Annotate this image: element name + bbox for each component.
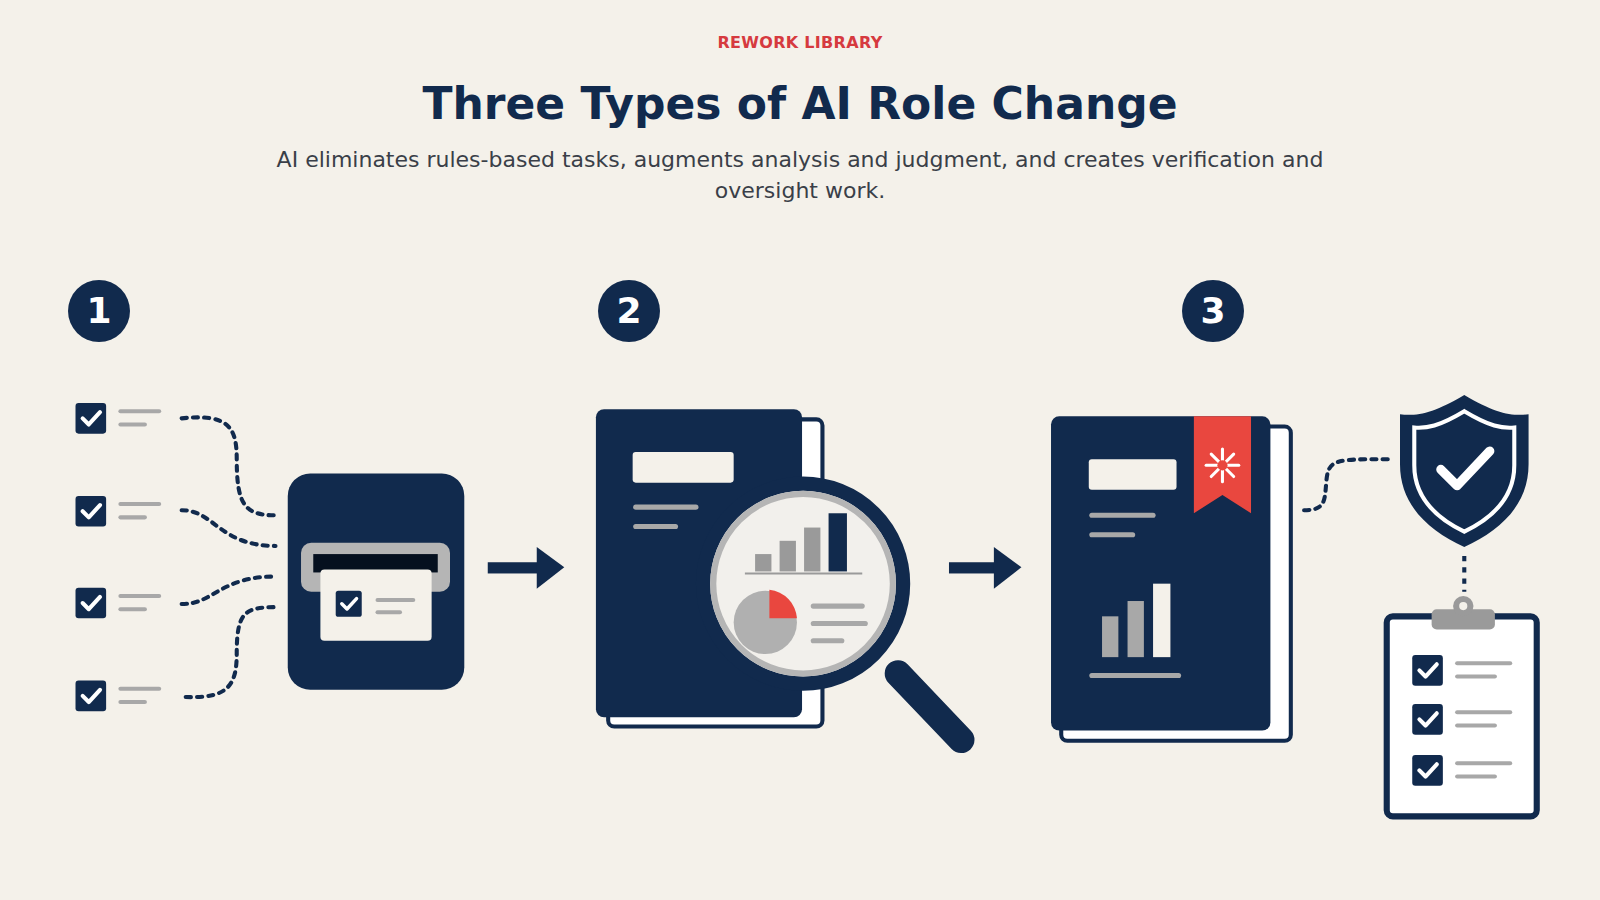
step-badge: 2 [598,280,660,342]
caption: AI eliminates rules-based tasks, augment… [250,144,1350,206]
processing-machine [288,473,465,689]
task-list [76,403,276,711]
analysis-book [596,409,961,740]
title: Three Types of AI Role Change [0,78,1600,129]
output-book [1051,416,1291,740]
eyebrow-label: REWORK LIBRARY [0,33,1600,52]
oversight-icons [1304,395,1537,816]
step-number: 1 [86,293,111,329]
step-badge: 3 [1182,280,1244,342]
step-number: 2 [616,293,641,329]
step-badge: 1 [68,280,130,342]
step-number: 3 [1200,293,1225,329]
